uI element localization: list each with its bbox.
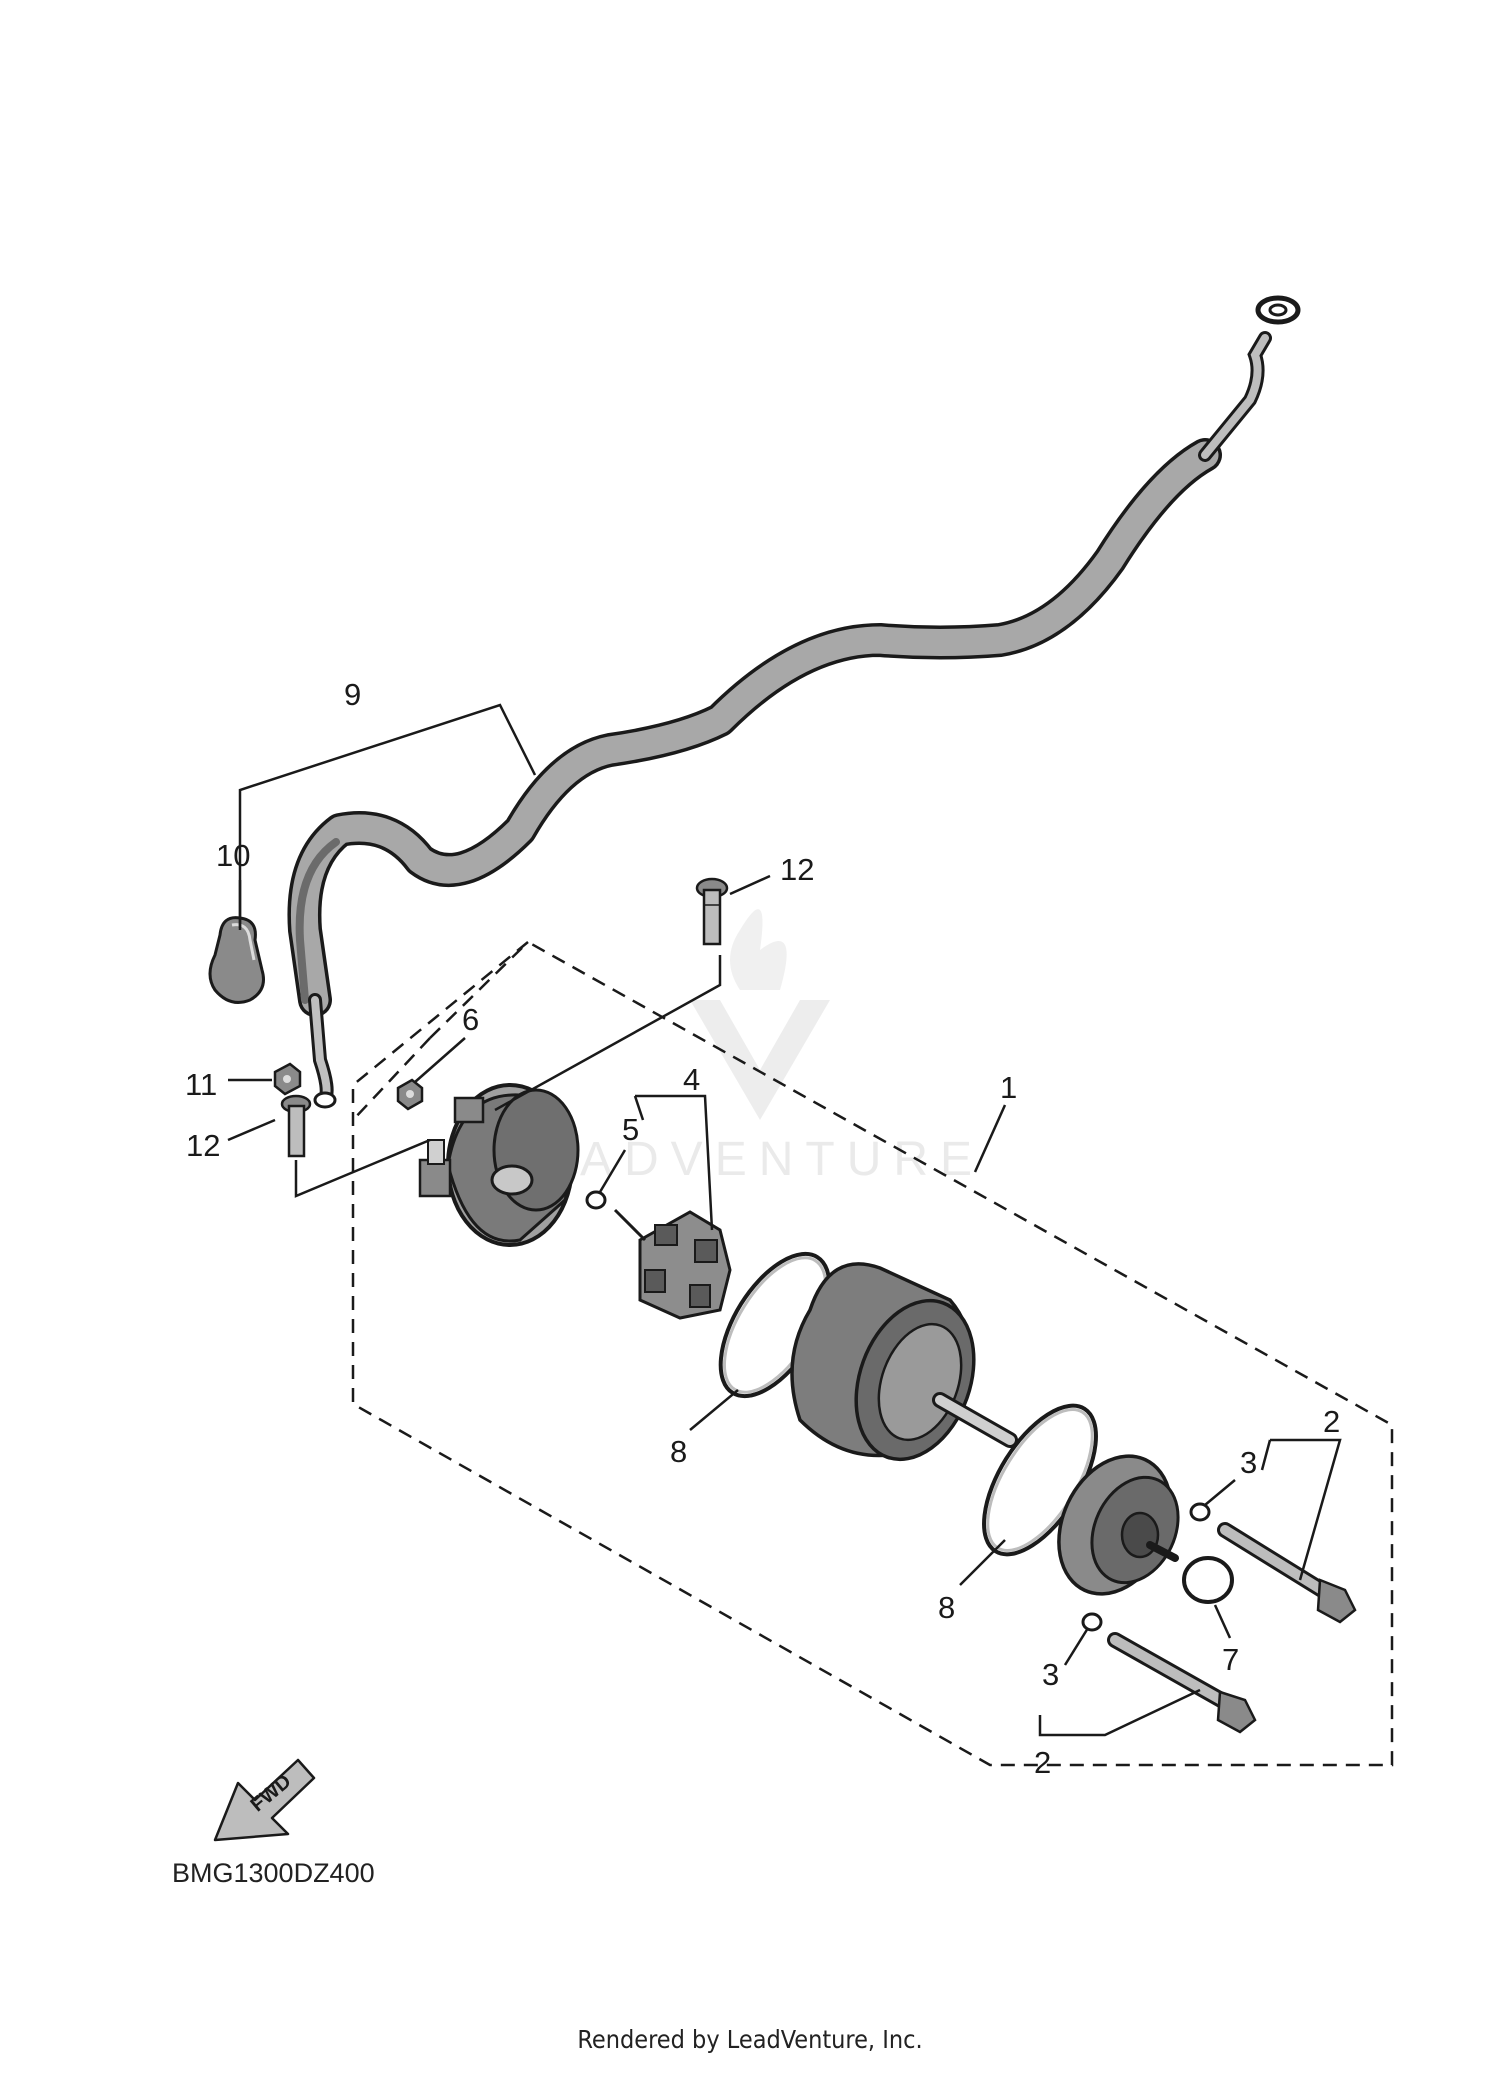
nut-11 xyxy=(273,1062,302,1096)
callout-4: 4 xyxy=(683,1062,700,1097)
washer-3-upper xyxy=(1189,1502,1211,1522)
callout-9: 9 xyxy=(344,677,361,712)
callout-2-lower: 2 xyxy=(1034,1745,1051,1780)
battery-cable xyxy=(287,295,1301,1109)
yoke-armature xyxy=(790,1262,1018,1462)
bolt-12-lower xyxy=(280,1094,312,1158)
callout-8-upper: 8 xyxy=(670,1434,687,1469)
callout-12-upper: 12 xyxy=(780,852,814,887)
callout-2-upper: 2 xyxy=(1323,1404,1340,1439)
fwd-arrow-icon: FWD xyxy=(213,1758,316,1842)
front-cover xyxy=(1057,1454,1180,1596)
bolt-12-upper xyxy=(695,877,729,946)
o-ring-7 xyxy=(1182,1556,1234,1604)
callout-3-lower: 3 xyxy=(1042,1657,1059,1692)
assembly-outline xyxy=(351,940,1394,1767)
through-bolt-lower xyxy=(1107,1632,1257,1734)
callouts: 1 2 2 3 3 4 5 6 7 8 8 9 10 11 12 12 xyxy=(185,677,1340,1780)
watermark: ADVENTURE xyxy=(580,909,984,1186)
terminal-cover xyxy=(208,916,265,1004)
watermark-text: ADVENTURE xyxy=(580,1133,984,1186)
through-bolt-upper xyxy=(1217,1522,1357,1624)
callout-1: 1 xyxy=(1000,1070,1017,1105)
washer-3-lower xyxy=(1081,1612,1103,1632)
callout-11: 11 xyxy=(185,1067,217,1102)
cable-starter-terminal xyxy=(313,1091,337,1109)
callout-5: 5 xyxy=(622,1112,639,1147)
callout-3-upper: 3 xyxy=(1240,1445,1257,1480)
leader-lines xyxy=(227,703,1342,1737)
rear-cover xyxy=(418,1083,580,1247)
callout-6: 6 xyxy=(462,1002,479,1037)
callout-8-lower: 8 xyxy=(938,1590,955,1625)
diagram-code: BMG1300DZ400 xyxy=(172,1858,375,1888)
o-ring-5 xyxy=(585,1190,607,1210)
footer-credit: Rendered by LeadVenture, Inc. xyxy=(577,2025,923,2054)
brush-holder xyxy=(613,1208,732,1320)
nut-6 xyxy=(396,1078,424,1111)
callout-10: 10 xyxy=(216,838,250,873)
callout-12-lower: 12 xyxy=(186,1128,220,1163)
callout-7: 7 xyxy=(1222,1642,1239,1677)
